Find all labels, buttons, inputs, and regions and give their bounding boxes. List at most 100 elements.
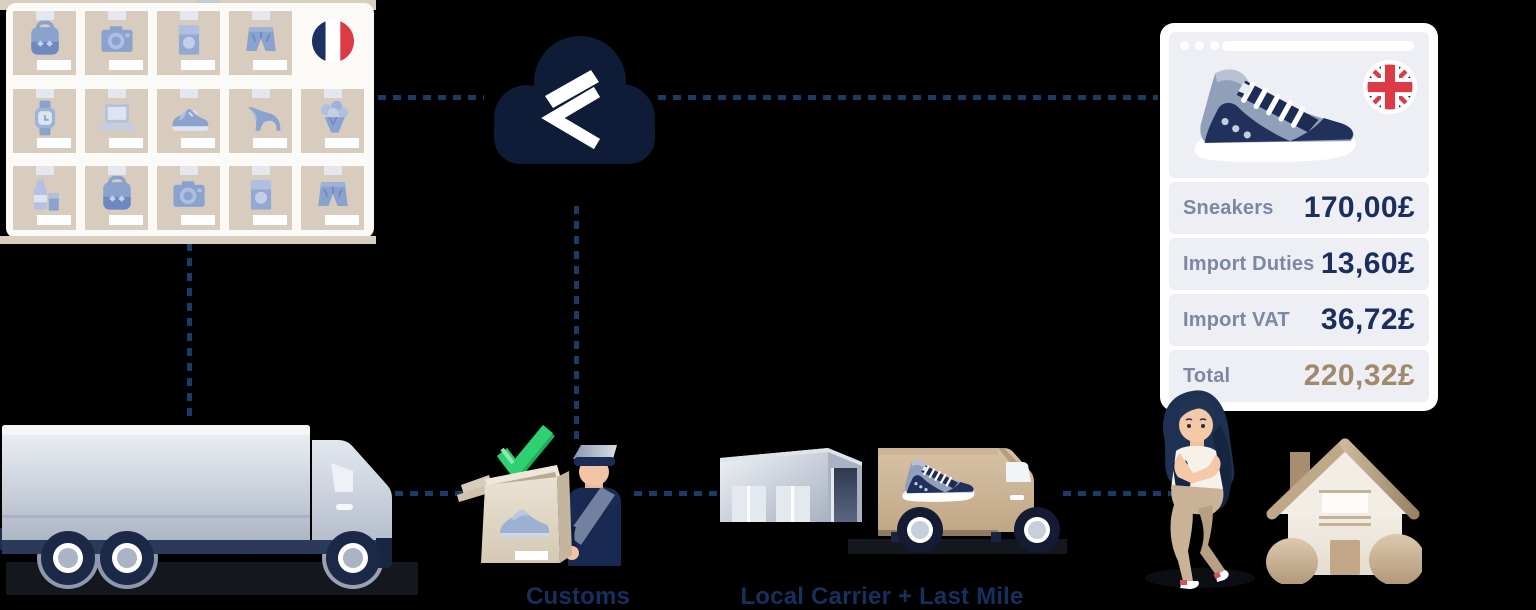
tile-price-bar (37, 215, 71, 225)
cloud-platform-logo-icon (494, 36, 655, 164)
milk-bottle-icon (23, 173, 67, 217)
price-row-sneakers: Sneakers 170,00£ (1169, 182, 1429, 234)
tile-price-bar (37, 60, 71, 70)
checkout-window: Sneakers 170,00£ Import Duties 13,60£ Im… (1160, 23, 1438, 411)
sneaker-icon (167, 96, 211, 140)
tile-price-bar (181, 215, 215, 225)
product-tile-laptop (85, 88, 148, 153)
tile-price-bar (109, 215, 143, 225)
total-value: 220,32£ (1303, 359, 1415, 392)
caption-customs: Customs (525, 583, 631, 610)
product-tile-shorts (229, 11, 292, 75)
tile-tab (251, 88, 270, 98)
bush-left (1266, 538, 1318, 584)
tile-tab (323, 88, 342, 98)
france-flag-icon (310, 18, 356, 64)
parcel-box (457, 465, 572, 563)
product-tile-milk-bottle (13, 166, 76, 230)
camera-icon (95, 18, 139, 62)
tile-price-bar (181, 60, 215, 70)
product-tile-camera (157, 166, 220, 230)
tile-tab (323, 166, 342, 175)
tile-price-bar (253, 137, 287, 148)
warehouse (720, 448, 862, 522)
price-value: 170,00£ (1303, 191, 1415, 224)
tile-tab (179, 166, 198, 175)
caption-local-carrier: Local Carrier + Last Mile (740, 583, 1024, 610)
shorts-icon (239, 18, 283, 62)
tile-price-bar (109, 137, 143, 148)
total-label: Total (1183, 364, 1231, 387)
price-row-import-duties: Import Duties 13,60£ (1169, 238, 1429, 290)
connector-customs-warehouse (634, 491, 720, 496)
backpack-icon (23, 18, 67, 62)
freight-truck (0, 425, 392, 589)
price-row-total: Total 220,32£ (1169, 350, 1429, 402)
price-row-import-vat: Import VAT 36,72£ (1169, 294, 1429, 346)
product-tile-flag-france (301, 11, 364, 75)
connector-marketplace-cloud (378, 95, 484, 100)
canned-food-icon (167, 18, 211, 62)
product-tile-shorts (301, 166, 364, 230)
customs-officer (565, 445, 621, 566)
house-door (1330, 540, 1360, 575)
customer-woman (1145, 390, 1255, 589)
tile-tab (35, 88, 54, 98)
delivery-van (878, 448, 1060, 553)
tile-price-bar (253, 215, 287, 225)
price-value: 36,72£ (1320, 303, 1415, 336)
shorts-icon (311, 173, 355, 217)
tile-price-bar (37, 137, 71, 148)
window-controls (1180, 41, 1219, 50)
connector-van-customer (1063, 491, 1183, 496)
watch-icon (23, 96, 67, 140)
box-sneaker-print (500, 509, 549, 537)
sneaker-image (1185, 64, 1363, 172)
product-tile-canned-food (157, 11, 220, 75)
product-tile-backpack (13, 11, 76, 75)
connector-truck-customs (395, 491, 463, 496)
product-tile-high-heel (229, 88, 292, 153)
tile-price-bar (325, 137, 359, 148)
tile-tab (179, 88, 198, 98)
uk-flag-icon (1363, 60, 1417, 114)
tile-price-bar (253, 60, 287, 70)
price-label: Import VAT (1183, 308, 1290, 331)
house (1266, 438, 1422, 584)
tile-tab (251, 166, 270, 175)
product-hero-section (1169, 32, 1429, 178)
tile-tab (107, 11, 126, 20)
connector-cloud-customs (574, 206, 579, 446)
customs-check-scene (457, 424, 621, 566)
product-tile-camera (85, 11, 148, 75)
warehouse-doors (732, 486, 810, 522)
tile-tab (35, 11, 54, 20)
tile-tab (107, 88, 126, 98)
product-tile-flowers (301, 88, 364, 153)
price-label: Import Duties (1183, 252, 1315, 275)
high-heel-icon (239, 96, 283, 140)
tile-tab (251, 11, 270, 20)
product-grid (6, 3, 374, 238)
backpack-icon (95, 173, 139, 217)
camera-icon (167, 173, 211, 217)
connector-marketplace-truck (187, 243, 192, 423)
product-tile-canned-food (229, 166, 292, 230)
connector-cloud-checkout (658, 95, 1158, 100)
address-bar (1222, 41, 1414, 51)
tile-tab (35, 166, 54, 175)
price-label: Sneakers (1183, 196, 1274, 219)
laptop-icon (95, 96, 139, 140)
shelf-backdrop-bottom (0, 236, 376, 244)
tile-price-bar (325, 215, 359, 225)
tile-price-bar (181, 137, 215, 148)
canned-food-icon (239, 173, 283, 217)
product-tile-watch (13, 88, 76, 153)
bush-right (1369, 534, 1422, 584)
tile-tab (107, 166, 126, 175)
house-window (1319, 490, 1371, 526)
product-tile-sneaker (157, 88, 220, 153)
tile-tab (179, 11, 198, 20)
price-value: 13,60£ (1320, 247, 1415, 280)
approved-check-icon (496, 424, 556, 483)
